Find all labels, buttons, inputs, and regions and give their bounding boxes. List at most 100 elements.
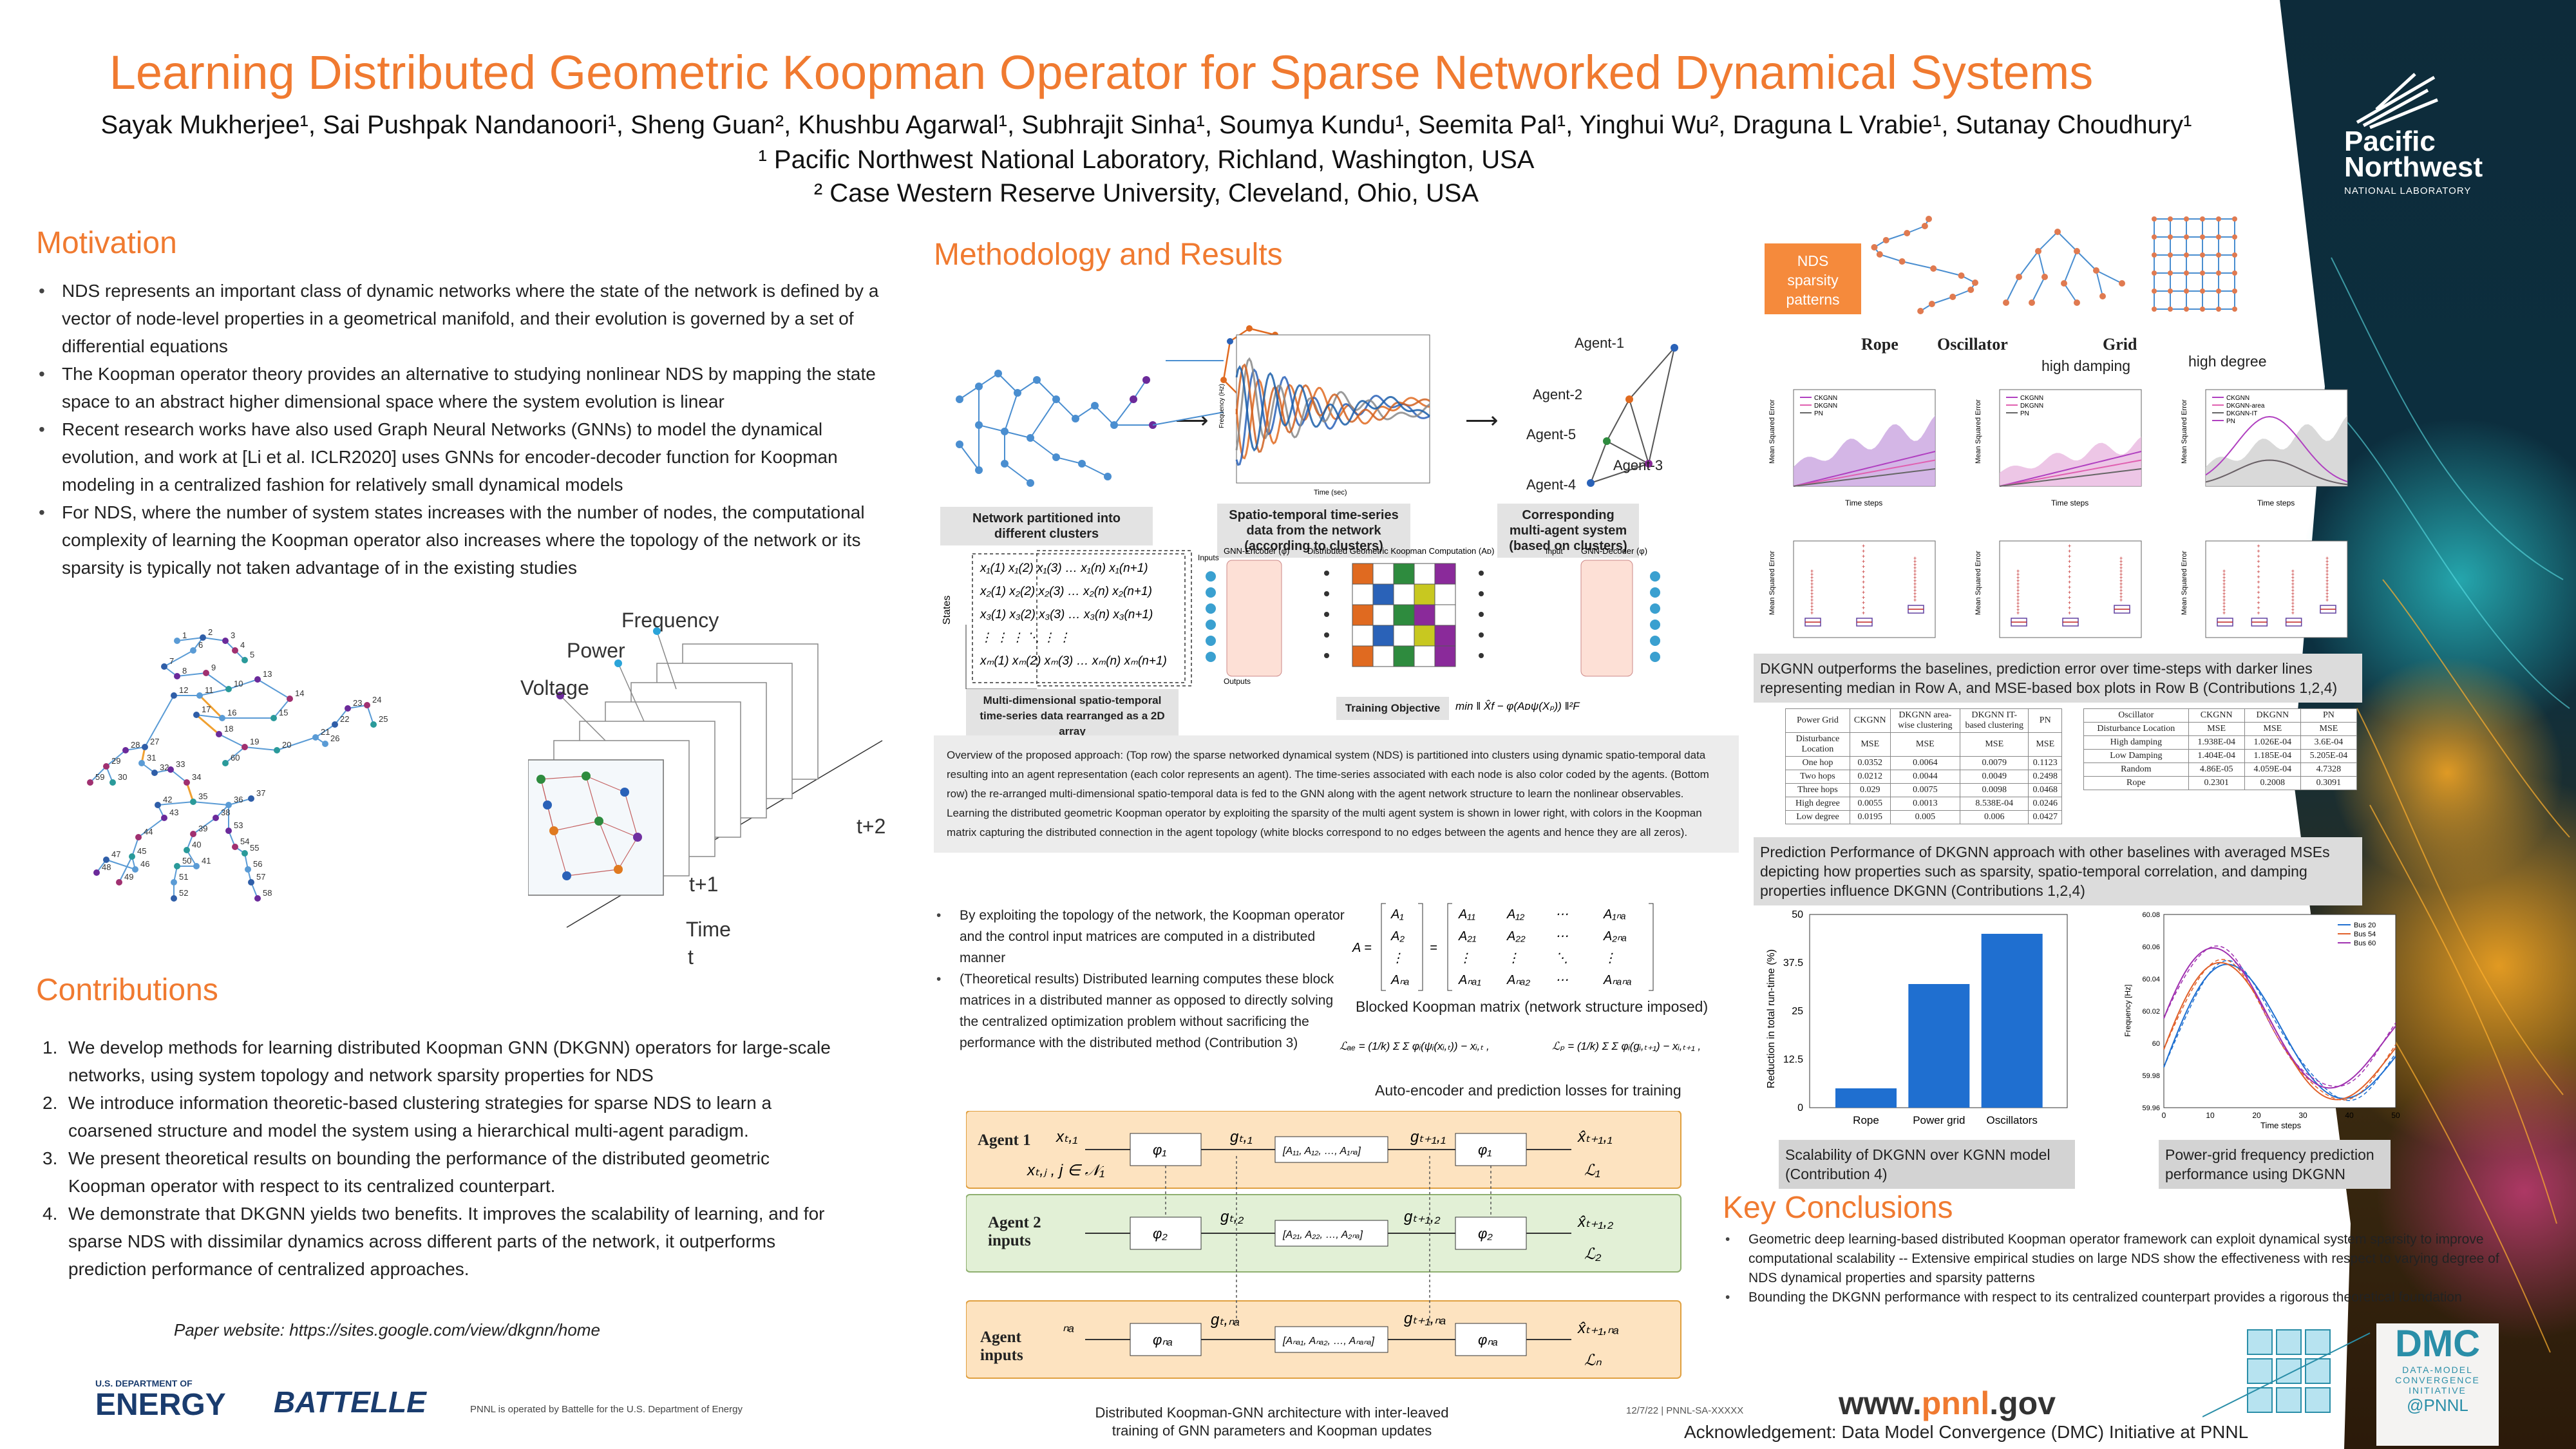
svg-text:+: + — [2222, 581, 2226, 587]
svg-text:1: 1 — [182, 630, 187, 640]
svg-text:38: 38 — [221, 808, 230, 817]
svg-text:A₁: A₁ — [1390, 907, 1404, 922]
svg-text:ₙₐ: ₙₐ — [1063, 1318, 1074, 1335]
svg-text:+: + — [2325, 581, 2329, 587]
svg-text:CKGNN: CKGNN — [2020, 395, 2043, 402]
svg-text:+: + — [1810, 607, 1814, 613]
svg-text:35: 35 — [198, 791, 207, 801]
key-conclusions-heading: Key Conclusions — [1723, 1191, 1953, 1225]
svg-text:31: 31 — [147, 753, 156, 762]
series-line-predicted — [2163, 958, 2396, 1101]
pnnl-url[interactable]: www.pnnl.gov — [1839, 1385, 2056, 1421]
svg-text:GNN-Encoder (φ): GNN-Encoder (φ) — [1224, 546, 1289, 556]
svg-text:+: + — [2222, 568, 2226, 574]
t2-label: t+2 — [857, 815, 886, 838]
dmc-logo: DMC DATA-MODEL CONVERGENCE INITIATIVE @P… — [2376, 1323, 2499, 1446]
svg-text:+: + — [1913, 571, 1917, 578]
svg-text:+: + — [1913, 578, 1917, 584]
y-tick-label: 25 — [1792, 1006, 1803, 1017]
svg-text:+: + — [2119, 581, 2123, 587]
table-subheader: MSE — [1849, 732, 1891, 757]
x-tick-label: 10 — [2206, 1111, 2215, 1120]
svg-text:5: 5 — [250, 650, 254, 659]
svg-text:8: 8 — [182, 666, 187, 676]
svg-text:+: + — [2291, 584, 2295, 591]
acknowledgement: Acknowledgement: Data Model Convergence … — [1684, 1422, 2249, 1442]
y-tick-label: 12.5 — [1783, 1054, 1803, 1065]
svg-text:⋮ ⋮ ⋮ ⋱ ⋮: ⋮ ⋮ ⋮ ⋱ ⋮ ⋮ — [980, 631, 1070, 645]
svg-text:+: + — [2068, 558, 2071, 565]
svg-text:54: 54 — [240, 837, 249, 846]
svg-text:+: + — [2016, 578, 2020, 584]
svg-text:⋮: ⋮ — [1604, 951, 1616, 965]
svg-text:+: + — [2068, 605, 2071, 611]
agentn-inputs: inputs — [980, 1347, 1023, 1364]
svg-text:+: + — [1913, 574, 1917, 581]
svg-text:+: + — [2222, 587, 2226, 594]
svg-text:Aₙₐₙₐ: Aₙₐₙₐ — [1603, 973, 1632, 987]
training-objective: Training Objective — [1336, 697, 1449, 720]
table-header: DKGNN area-wise clustering — [1889, 708, 1961, 733]
svg-text:+: + — [1913, 591, 1917, 597]
x-tick-label: 30 — [2298, 1111, 2307, 1120]
svg-text:A₂₂: A₂₂ — [1506, 929, 1526, 943]
svg-text:29: 29 — [111, 756, 120, 766]
svg-text:Aₙₐ₁: Aₙₐ₁ — [1458, 973, 1481, 987]
svg-text:+: + — [1862, 543, 1865, 549]
svg-text:+: + — [2257, 569, 2260, 575]
svg-text:+: + — [2325, 587, 2329, 594]
svg-text:ℒₐₑ = (1/k) Σ Σ φᵢ(ψᵢ(xᵢ,ₜ)) −: ℒₐₑ = (1/k) Σ Σ φᵢ(ψᵢ(xᵢ,ₜ)) − xᵢ,ₜ , — [1340, 1040, 1490, 1052]
svg-text:+: + — [1913, 562, 1917, 568]
svg-text:32: 32 — [160, 762, 169, 772]
svg-text:Agent-4: Agent-4 — [1526, 477, 1576, 493]
svg-text:+: + — [2291, 581, 2295, 587]
svg-text:+: + — [2016, 584, 2020, 591]
svg-text:39: 39 — [198, 824, 207, 833]
svg-text:47: 47 — [111, 849, 120, 859]
svg-text:+: + — [2325, 584, 2329, 591]
y-tick-label: 37.5 — [1783, 958, 1803, 969]
logo-line-2: Northwest — [2344, 151, 2483, 183]
contribution-item: 4.We demonstrate that DKGNN yields two b… — [43, 1204, 825, 1279]
caption-clusters: Network partitioned into different clust… — [940, 507, 1153, 545]
svg-text:30: 30 — [118, 772, 127, 782]
svg-text:CKGNN: CKGNN — [2226, 395, 2249, 402]
svg-text:GNN-Decoder (φ): GNN-Decoder (φ) — [1581, 546, 1647, 556]
svg-text:+: + — [1810, 597, 1814, 603]
svg-text:+: + — [1810, 578, 1814, 584]
svg-text:+: + — [1810, 594, 1814, 600]
svg-text:+: + — [1862, 610, 1865, 616]
caption-timeseries: Spatio-temporal time-series data from th… — [1217, 504, 1410, 558]
svg-text:14: 14 — [295, 688, 304, 698]
table-subheader: MSE — [1889, 732, 1961, 757]
svg-text:Agent-1: Agent-1 — [1575, 335, 1624, 351]
svg-text:+: + — [2291, 587, 2295, 594]
y-tick-label: 50 — [1792, 909, 1803, 920]
poster-title: Learning Distributed Geometric Koopman O… — [109, 46, 2094, 99]
svg-text:13: 13 — [263, 669, 272, 679]
svg-text:+: + — [2222, 600, 2226, 607]
svg-text:+: + — [2325, 571, 2329, 578]
y-tick-label: 0 — [1797, 1103, 1803, 1113]
svg-text:φ₁: φ₁ — [1153, 1142, 1166, 1158]
svg-text:States: States — [942, 596, 952, 625]
svg-text:A₁ₙₐ: A₁ₙₐ — [1603, 907, 1626, 922]
svg-text:53: 53 — [234, 820, 243, 830]
svg-text:+: + — [2257, 579, 2260, 585]
svg-text:A₂ₙₐ: A₂ₙₐ — [1603, 929, 1627, 943]
svg-text:DKGNN: DKGNN — [1814, 402, 1837, 410]
svg-text:+: + — [2222, 571, 2226, 578]
svg-text:Distributed Geometric Koopman: Distributed Geometric Koopman Computatio… — [1307, 546, 1494, 556]
paper-website-link[interactable]: Paper website: https://sites.google.com/… — [174, 1320, 600, 1340]
svg-text:ℒₚ = (1/k) Σ Σ φᵢ(gᵢ,ₜ₊₁) − xᵢ: ℒₚ = (1/k) Σ Σ φᵢ(gᵢ,ₜ₊₁) − xᵢ,ₜ₊₁ , — [1552, 1040, 1701, 1052]
svg-text:gₜ₊₁,₁: gₜ₊₁,₁ — [1410, 1128, 1446, 1146]
svg-text:φₙₐ: φₙₐ — [1478, 1332, 1498, 1348]
methodology-middle-figure: x₁(1) x₁(2) x₁(3) … x₁(n) x₁(n+1)x₂(1) x… — [940, 535, 1745, 743]
svg-text:23: 23 — [353, 698, 362, 708]
svg-text:+: + — [2016, 610, 2020, 616]
caption-scalability: Scalability of DKGNN over KGNN model (Co… — [1779, 1140, 2075, 1189]
svg-text:⋯: ⋯ — [1555, 973, 1568, 987]
